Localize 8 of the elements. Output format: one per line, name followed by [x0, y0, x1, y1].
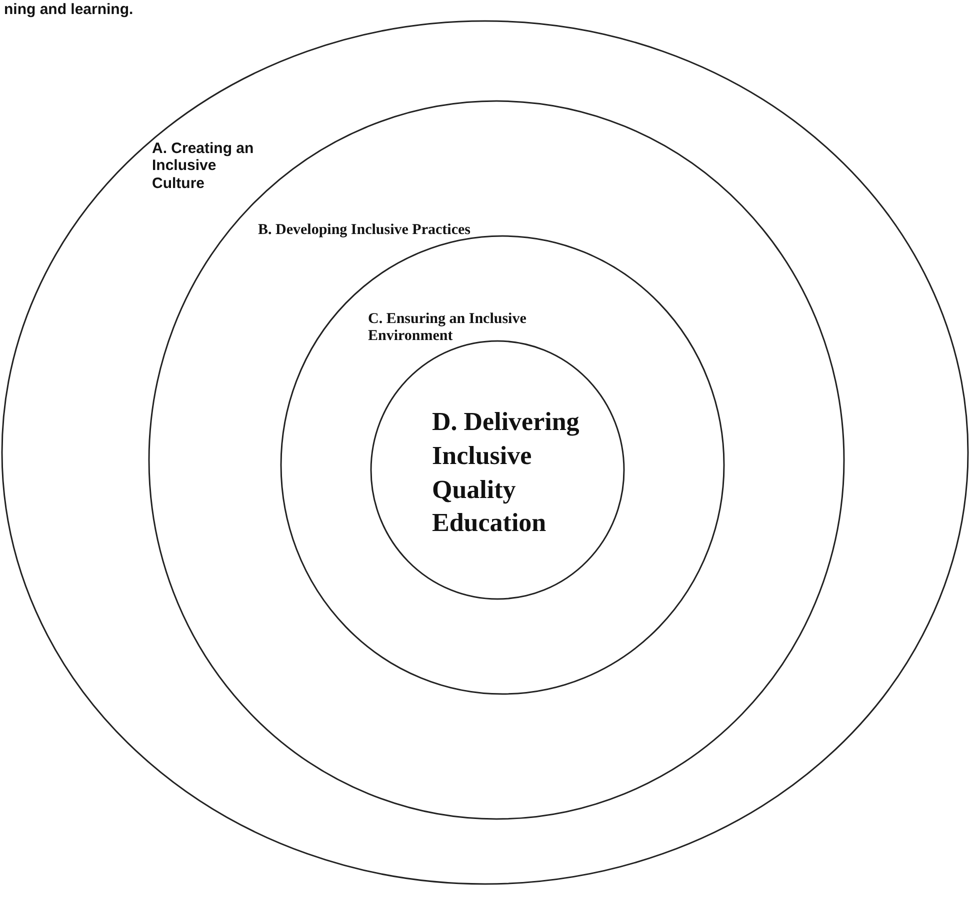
ring-label: C. Ensuring an Inclusive Environment — [368, 311, 528, 346]
ring-ellipse — [370, 340, 625, 600]
ring-ellipse — [148, 100, 845, 820]
ring-ellipse — [1, 20, 969, 885]
cut-off-text: ning and learning. — [4, 1, 134, 18]
ring-label: D. Delivering Inclusive Quality Education — [432, 406, 580, 540]
ring-label: B. Developing Inclusive Practices — [258, 222, 472, 240]
ring-label: A. Creating an Inclusive Culture — [152, 140, 255, 192]
